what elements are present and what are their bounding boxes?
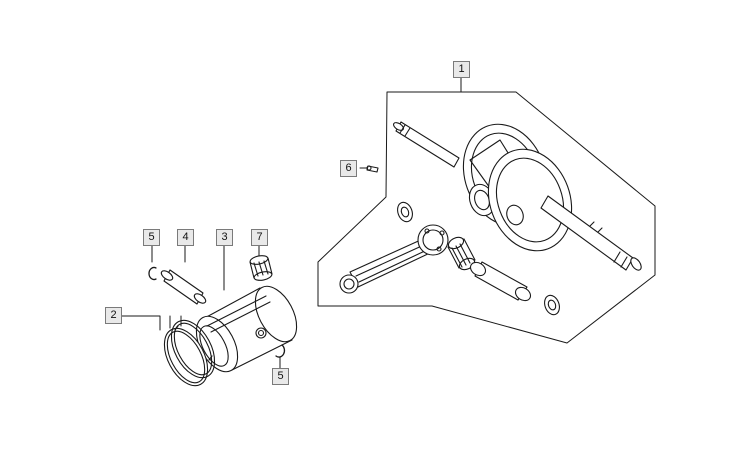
leader-lines (121, 77, 462, 369)
piston-pin-icon (160, 269, 207, 305)
circlip-icon (275, 344, 286, 358)
callout-5[interactable]: 5 (143, 229, 160, 246)
callout-6[interactable]: 6 (340, 160, 357, 177)
piston-icon (195, 285, 298, 373)
crankshaft-assembly-icon (393, 121, 642, 271)
thrust-washer-icon (544, 294, 560, 316)
crank-pin-icon (469, 261, 532, 302)
piston-rings-icon (163, 319, 216, 387)
needle-bearing-icon (249, 255, 273, 281)
group-outline (317, 91, 656, 344)
callout-2[interactable]: 2 (105, 307, 122, 324)
pin-icon (366, 165, 379, 173)
callout-7[interactable]: 7 (251, 229, 268, 246)
circlip-icon (148, 266, 157, 281)
connecting-rod-icon (339, 224, 449, 294)
thrust-washer-icon (397, 201, 413, 223)
callout-5[interactable]: 5 (272, 368, 289, 385)
callout-4[interactable]: 4 (177, 229, 194, 246)
needle-bearing-icon (447, 236, 476, 271)
callout-1[interactable]: 1 (453, 61, 470, 78)
callout-3[interactable]: 3 (216, 229, 233, 246)
